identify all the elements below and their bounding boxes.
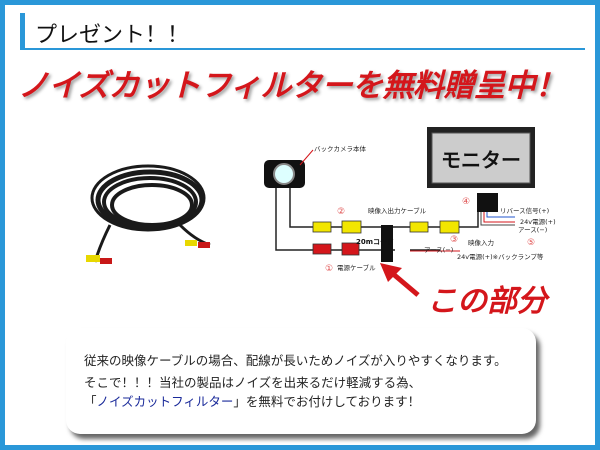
marker-5: ⑤: [527, 238, 535, 248]
arrow-icon: [380, 263, 420, 297]
monitor-label: モニター: [441, 148, 521, 172]
line-3-rest: 」を無料でお付けしております！: [233, 394, 421, 409]
headline: ノイズカットフィルターを無料贈呈中！: [18, 68, 566, 104]
power-24v-label: 24v電源(+): [520, 217, 556, 226]
cable-coil-image: [86, 164, 211, 264]
yellow-connectors: [312, 220, 460, 234]
red-connectors: [312, 242, 360, 256]
filter-block: [381, 225, 393, 262]
power-cable-label: 電源ケーブル: [337, 263, 376, 272]
video-input-label: 映像入力: [468, 238, 494, 247]
marker-2: ②: [337, 207, 345, 217]
marker-1: ①: [325, 264, 333, 274]
ground-label-2: アース(−): [424, 246, 453, 254]
marker-3: ③: [450, 235, 458, 245]
description-bubble: 従来の映像ケーブルの場合、配線が長いためノイズが入りやすくなります。 そこで！！…: [66, 328, 536, 434]
header-label: プレゼント！！: [35, 23, 190, 48]
cable-20m-label: 20mコード: [356, 238, 394, 246]
reverse-signal-label: リバース信号(+): [500, 206, 549, 215]
marker-4: ④: [462, 197, 470, 207]
description-line-3: 「ノイズカットフィルター」を無料でお付けしております！: [84, 391, 420, 410]
camera-label: バックカメラ本体: [314, 144, 367, 153]
camera-lens: [273, 163, 295, 185]
description-line-1: 従来の映像ケーブルの場合、配線が長いためノイズが入りやすくなります。: [84, 353, 507, 368]
callout-text: この部分: [427, 284, 547, 319]
ground-label: アース(−): [518, 226, 547, 234]
highlight-text: ノイズカットフィルター: [96, 394, 234, 409]
section-header: プレゼント！！: [20, 13, 585, 50]
power-backlamp-label: 24v電源(+)※バックランプ等: [457, 252, 544, 261]
connector-box: [477, 193, 498, 212]
open-bracket: 「: [84, 394, 97, 409]
description-line-2: そこで！！！当社の製品はノイズを出来るだけ軽減する為、: [84, 375, 422, 390]
video-io-cable-label: 映像入出力ケーブル: [368, 206, 427, 215]
